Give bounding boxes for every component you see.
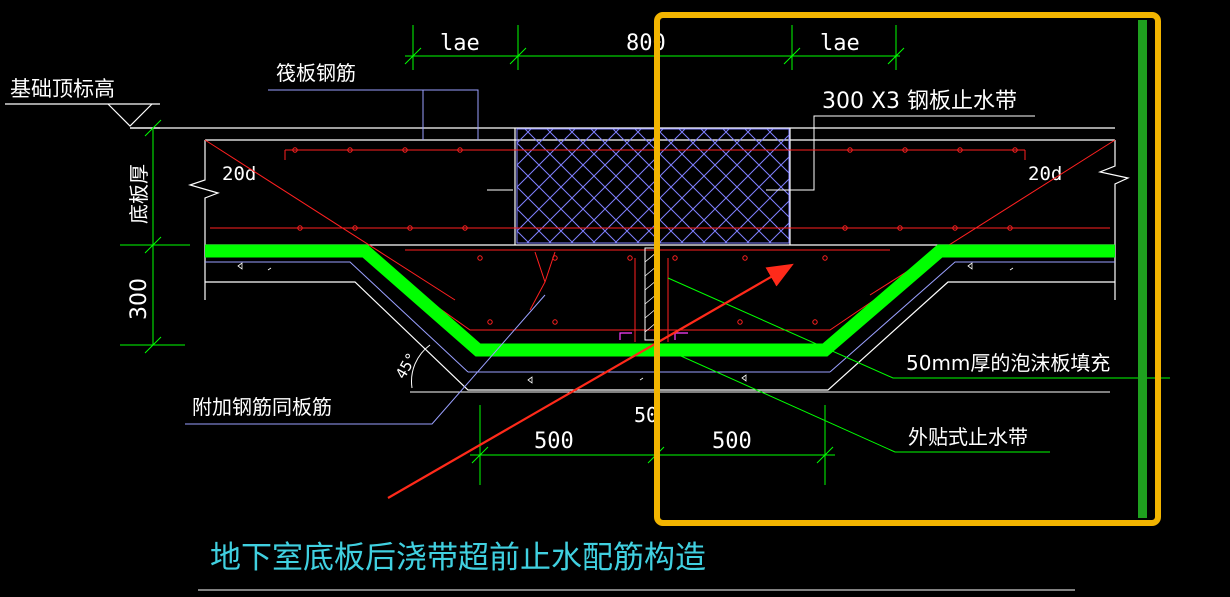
drawing-title: 地下室底板后浇带超前止水配筋构造 <box>210 540 706 576</box>
highlight-box <box>654 12 1161 526</box>
external-waterstop-label: 外贴式止水带 <box>908 425 1028 449</box>
lae-right-label: lae <box>820 31 860 56</box>
anchor-20d-left-label: 20d <box>222 163 256 185</box>
foundation-top-elevation-label: 基础顶标高 <box>10 77 115 101</box>
steel-waterstop-leader <box>487 115 1035 191</box>
rebar-dots <box>292 147 1018 325</box>
cushion-layer <box>205 261 1115 373</box>
cushion-triangles <box>237 262 1014 384</box>
annotation-arrow <box>387 263 794 499</box>
additional-rebar-leader <box>185 294 546 425</box>
concrete-outline <box>130 127 1130 391</box>
elevation-marker <box>5 103 160 129</box>
top-dimension-line <box>404 25 905 70</box>
foam-filler-label: 50mm厚的泡沫板填充 <box>906 351 1110 375</box>
steel-waterstop-label: 300 X3 钢板止水带 <box>822 89 1017 114</box>
dim-500-right-label: 500 <box>712 429 752 454</box>
foam-leader <box>667 277 1170 453</box>
raft-rebar-label: 筏板钢筋 <box>276 61 356 85</box>
post-pour-hatch <box>516 128 790 244</box>
slab-thickness-label: 底板厚 <box>127 164 151 224</box>
dim-300-label: 300 <box>127 278 152 320</box>
slab-thickness-dimension <box>120 119 190 354</box>
angle-arc <box>411 344 431 389</box>
dim-500-left-label: 500 <box>534 429 574 454</box>
waterproof-membrane <box>205 244 1115 357</box>
additional-rebar-label: 附加钢筋同板筋 <box>192 395 332 419</box>
anchor-20d-right-label: 20d <box>1028 163 1062 185</box>
highlight-bar <box>1138 20 1147 518</box>
angle-45-label: 45° <box>392 350 421 382</box>
raft-rebar-leader <box>268 89 479 140</box>
lae-left-label: lae <box>440 31 480 56</box>
